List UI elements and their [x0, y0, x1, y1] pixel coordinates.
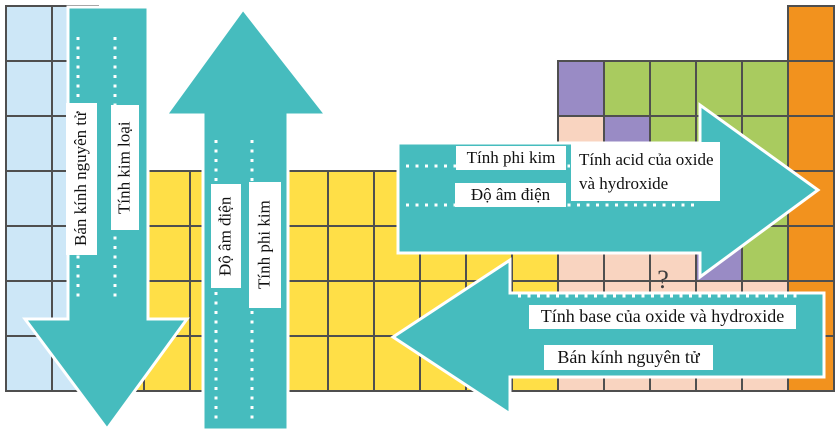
label-atomic-radius-down: Bán kính nguyên tử — [66, 103, 97, 255]
table-cell-blue — [5, 60, 53, 117]
label-acidity-right: Tính acid của oxide và hydroxide — [571, 142, 720, 201]
label-nonmetallic-right: Tính phi kim — [456, 146, 566, 170]
arrow-down-icon — [22, 5, 190, 432]
label-electronegativity-up: Độ âm điện — [211, 184, 241, 288]
table-cell-orange — [787, 60, 835, 117]
question-mark-annotation: ? — [657, 265, 669, 294]
table-cell-yellow — [327, 225, 375, 282]
table-cell-yellow — [327, 170, 375, 227]
label-basicity-left: Tính base của oxide và hydroxide — [529, 305, 796, 329]
label-nonmetallic-up: Tính phi kim — [249, 182, 281, 308]
table-cell-green — [741, 60, 789, 117]
label-electronegativity-right: Độ âm điện — [455, 183, 566, 207]
table-cell-blue — [5, 5, 53, 62]
label-metallic-down: Tính kim loại — [111, 105, 139, 230]
table-cell-orange — [787, 115, 835, 172]
table-cell-yellow — [327, 335, 375, 392]
label-atomic-radius-left: Bán kính nguyên tử — [544, 345, 713, 370]
arrow-up-icon — [163, 6, 330, 432]
arrow-left-icon — [390, 257, 826, 417]
